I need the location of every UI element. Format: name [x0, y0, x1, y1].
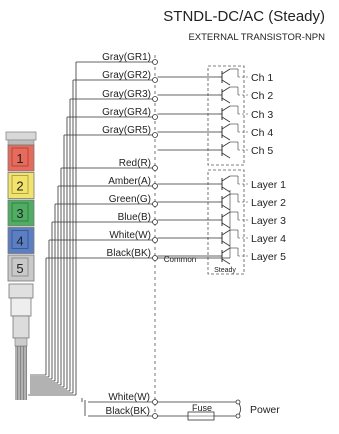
- tower-cap-rim: [7, 139, 35, 146]
- channel-label: Ch 5: [251, 145, 273, 157]
- tower-layer-number: 4: [16, 234, 23, 249]
- transistor-group: Ch 1 Ch 2 Ch 3 Ch 4 Ch 5 Layer 1 Layer 2 Layer …: [157, 68, 286, 265]
- wire-terminal: [152, 201, 158, 207]
- power-label: Power: [250, 404, 280, 416]
- wire-terminal: [152, 183, 158, 189]
- diagram-subtitle: EXTERNAL TRANSISTOR-NPN: [188, 32, 325, 43]
- layer-label: Layer 1: [251, 179, 286, 191]
- layer-label: Layer 5: [251, 251, 286, 263]
- tower-layer-3: [7, 199, 35, 227]
- wire-label: White(W): [109, 230, 151, 241]
- wire-terminal: [152, 132, 158, 138]
- tower-base: [8, 283, 34, 299]
- power-wire-black-label: Black(BK): [106, 406, 150, 417]
- wire-label: Black(BK): [107, 248, 151, 259]
- power-wire-white-label: White(W): [108, 392, 150, 403]
- cable-bundle: [15, 62, 86, 416]
- wire-label: Blue(B): [118, 212, 151, 223]
- tower-layer-number: 5: [16, 261, 23, 276]
- tower-connector: [10, 297, 32, 317]
- wire-label: Gray(GR2): [102, 70, 151, 81]
- tower-plug: [12, 315, 30, 339]
- wire-terminal: [152, 114, 158, 120]
- diagram-title: STNDL-DC/AC (Steady): [163, 8, 325, 25]
- channel-label: Ch 3: [251, 109, 273, 121]
- wire-terminal: [152, 219, 158, 225]
- wire-terminal: [152, 77, 158, 83]
- layer-label: Layer 2: [251, 197, 286, 209]
- wire-terminal: [152, 59, 158, 65]
- power-terminal-white: [152, 399, 158, 405]
- fuse-label: Fuse: [192, 403, 212, 413]
- signal-tower: 1 2 3 4 5: [5, 131, 37, 347]
- wire-label: Gray(GR1): [102, 52, 151, 63]
- tower-layer-5: [7, 254, 35, 282]
- layer-label: Layer 3: [251, 215, 286, 227]
- tower-layer-4: [7, 227, 35, 254]
- tower-layer-number: 2: [16, 179, 23, 194]
- tower-cap: [5, 131, 37, 141]
- tower-plug-tip: [14, 337, 28, 347]
- wire-label: Amber(A): [108, 176, 151, 187]
- wire-label: Gray(GR3): [102, 89, 151, 100]
- wire-label: Gray(GR5): [102, 125, 151, 136]
- wire-label: Green(G): [109, 194, 151, 205]
- tower-layer-1: [7, 144, 35, 172]
- wire-label: Gray(GR4): [102, 107, 151, 118]
- channel-label: Ch 1: [251, 72, 273, 84]
- tower-layer-2: [7, 172, 35, 199]
- common-label: Common: [164, 255, 196, 264]
- wire-terminal: [152, 255, 158, 261]
- channel-transistor-box: [207, 65, 245, 166]
- channel-label: Ch 2: [251, 90, 273, 102]
- wire-terminal: [152, 96, 158, 102]
- power-terminal-black: [152, 413, 158, 419]
- wire-terminal: [152, 237, 158, 243]
- wire-terminal: [152, 165, 158, 171]
- layer-transistor-box: [207, 169, 245, 275]
- layer-label: Layer 4: [251, 233, 286, 245]
- tower-layer-number: 1: [16, 151, 23, 166]
- tower-layer-number: 3: [16, 206, 23, 221]
- power-section: White(W) Black(BK) Fuse Power: [88, 392, 280, 421]
- wire-group: Gray(GR1) Gray(GR2) Gray(GR3) Gray(GR4) Gray…: [46, 52, 158, 261]
- steady-label: Steady: [214, 267, 236, 274]
- channel-label: Ch 4: [251, 127, 273, 139]
- wire-label: Red(R): [119, 158, 151, 169]
